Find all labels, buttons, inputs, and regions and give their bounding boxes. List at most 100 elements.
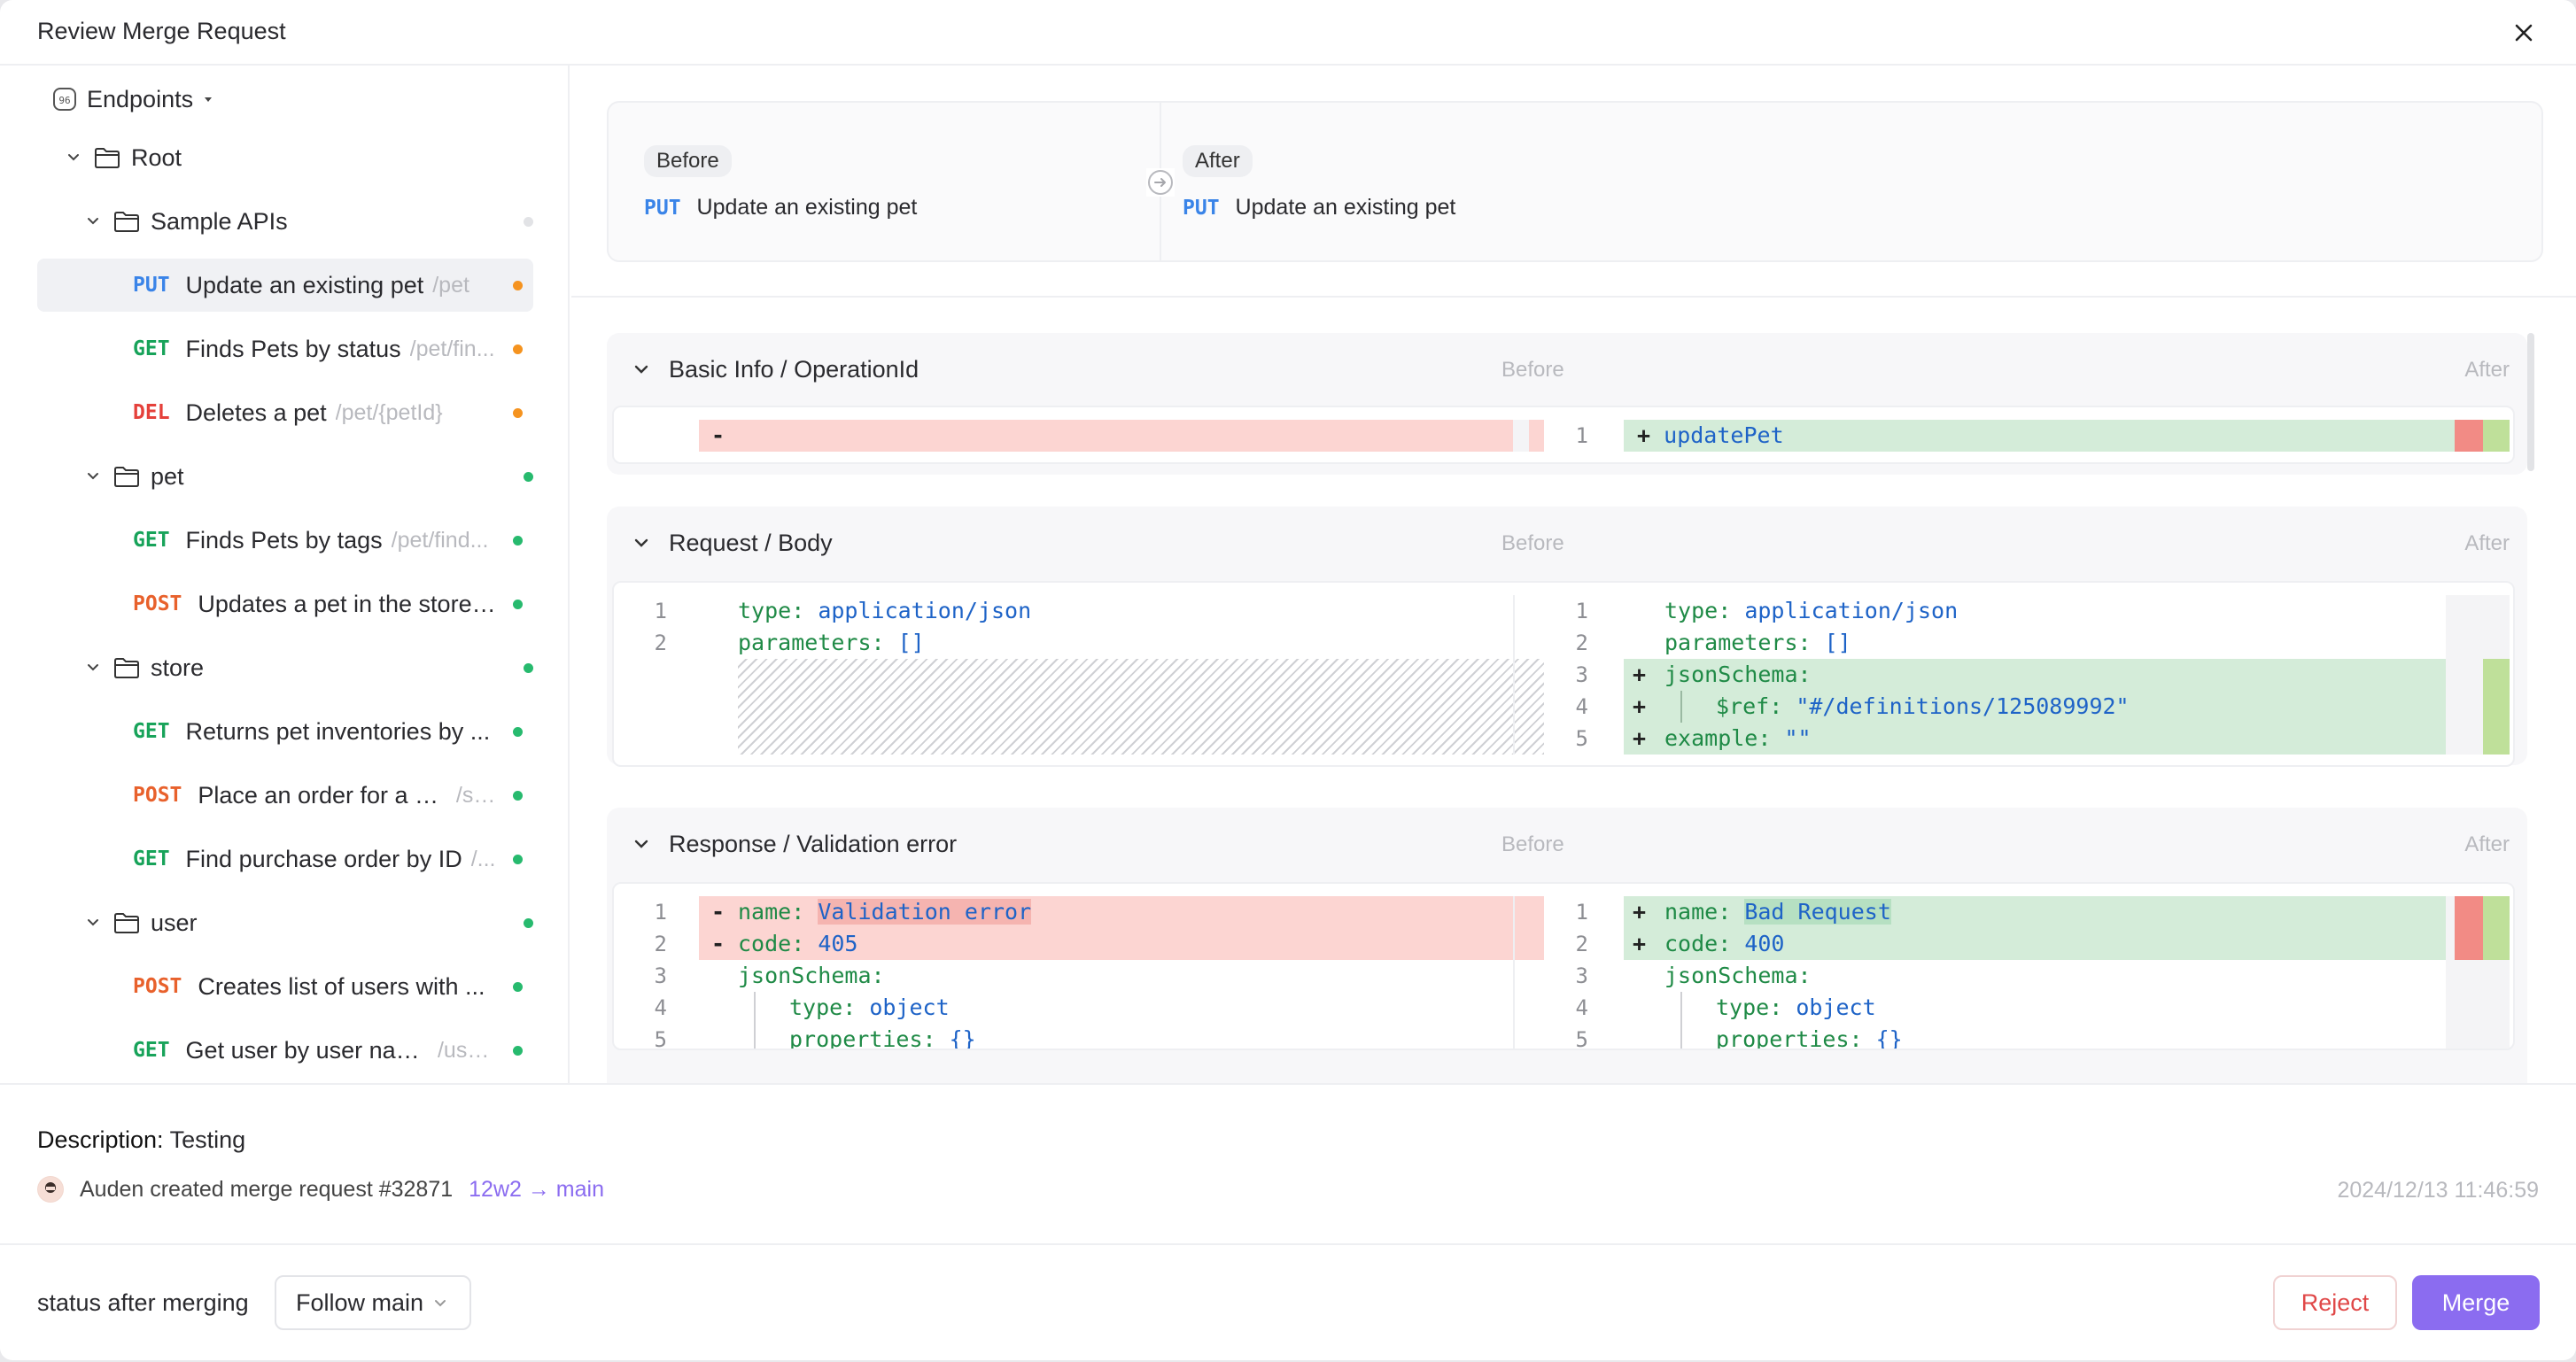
avatar-icon [38,1177,63,1202]
yaml-key: properties [789,1026,923,1050]
minimap-removed [2455,896,2483,960]
status-dot [513,981,523,992]
yaml-key: type [1664,598,1719,623]
before-method: PUT [644,197,681,220]
removed-line-bg [699,928,1544,960]
before-endpoint-name: Update an existing pet [696,195,918,220]
svg-text:96: 96 [58,95,70,106]
endpoint-path: /st... [455,782,498,808]
section-header[interactable]: Response / Validation error Before After [607,808,2527,882]
yaml-key: example [1664,725,1758,751]
status-dot [513,535,523,546]
yaml-key: jsonSchema [1664,963,1798,988]
yaml-key: type [789,994,843,1020]
close-icon[interactable] [2510,19,2537,46]
yaml-value: 405 [818,931,858,956]
section-basic-info: Basic Info / OperationId Before After - … [607,333,2527,475]
yaml-key: code [1664,931,1719,956]
basic-diff-body: - 1 + updatePet [612,406,2515,464]
folder-store[interactable]: store [85,641,533,694]
endpoint-name: Deletes a pet [185,399,327,426]
plus-marker: + [1633,899,1647,925]
operation-id-value: updatePet [1664,422,1784,448]
endpoint-name: Creates list of users with ... [198,972,485,1000]
endpoint-path: /pet/{petId} [335,399,443,425]
chevron-down-icon[interactable] [632,834,651,854]
code-line: example: "" [1664,725,1812,751]
folder-icon [114,467,139,487]
indent-guide [1680,691,1682,723]
added-line-bg [1624,691,2470,723]
yaml-key: code [738,931,792,956]
minus-marker: - [711,422,725,448]
gutter-line [1513,595,1515,755]
arrow-right-icon [1146,168,1175,197]
folder-pet[interactable]: pet [85,450,533,503]
folder-root[interactable]: Root [66,131,533,184]
status-label: status after merging [37,1289,249,1316]
endpoint-path: /pet [432,272,469,298]
chevron-down-icon[interactable] [66,150,81,166]
chevron-down-icon[interactable] [85,468,101,484]
merge-button[interactable]: Merge [2412,1275,2540,1330]
yaml-key: $ref [1716,693,1770,719]
yaml-key: name [1664,899,1719,925]
status-dot [524,216,533,227]
branch-text[interactable]: 12w2 → main [469,1176,604,1202]
yaml-key: type [1716,994,1770,1020]
code-line: properties: {} [789,1026,976,1050]
endpoints-label: Endpoints [87,85,194,112]
footer-divider [0,1083,2576,1085]
chevron-down-icon[interactable] [85,660,101,676]
folder-user[interactable]: user [85,896,533,949]
modal-title: Review Merge Request [37,18,286,44]
api-icon: 96 [53,88,76,111]
reject-button[interactable]: Reject [2273,1275,2397,1330]
endpoint-name: Finds Pets by status [185,335,401,362]
endpoint-name: Get user by user name [185,1036,429,1064]
chevron-down-icon[interactable] [632,533,651,553]
folder-label: Sample APIs [151,207,288,235]
line-number: 3 [1575,662,1588,687]
code-line: jsonSchema: [1664,662,1825,687]
endpoints-dropdown[interactable]: 96 Endpoints [51,73,547,126]
yaml-value: "" [1784,725,1812,751]
status-select[interactable]: Follow main [275,1275,471,1330]
yaml-key: type [738,598,792,623]
chevron-down-icon[interactable] [85,915,101,931]
line-number: 3 [1575,963,1588,988]
status-dot [524,917,533,928]
status-dot [513,344,523,354]
folder-sample-apis[interactable]: Sample APIs [85,195,533,248]
code-line: parameters: [] [738,630,925,655]
chevron-down-icon[interactable] [85,213,101,229]
plus-marker: + [1633,693,1647,719]
chevron-down-icon[interactable] [632,360,651,379]
left-scroll-gutter [1513,420,1529,452]
added-line-bg [1624,723,2470,755]
code-line: jsonSchema: [738,963,898,988]
section-header[interactable]: Basic Info / OperationId Before After [607,333,2527,407]
after-method: PUT [1183,197,1220,220]
method-badge: PUT [133,274,170,297]
indent-guide [1680,992,1682,1049]
added-line-bg [1624,659,2470,691]
section-header[interactable]: Request / Body Before After [607,507,2527,581]
scrollbar[interactable] [2527,333,2534,471]
line-number: 1 [1575,423,1588,448]
status-dot [513,726,523,737]
